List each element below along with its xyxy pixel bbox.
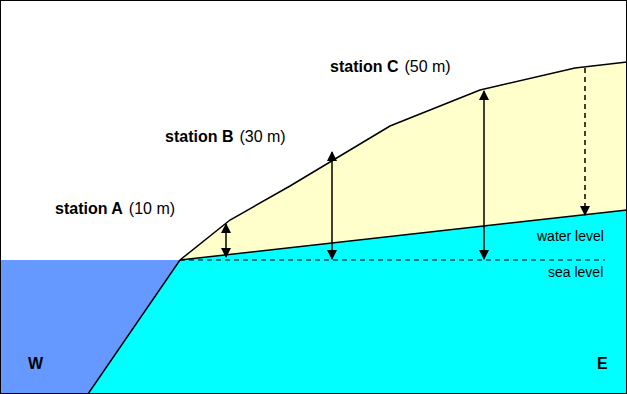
height-value: (10 m) <box>129 200 175 218</box>
water-level-line <box>180 210 627 260</box>
level-label: water level <box>537 228 604 244</box>
depth-arrow <box>584 68 586 215</box>
station-name: station C <box>330 58 398 76</box>
direction-label: E <box>597 355 608 373</box>
height-arrow <box>483 91 485 259</box>
station-name: station B <box>165 128 233 146</box>
land-surface <box>88 62 627 394</box>
height-value: (50 m) <box>404 58 450 76</box>
height-arrow <box>225 224 227 257</box>
level-label: sea level <box>548 264 603 280</box>
station-name: station A <box>55 200 123 218</box>
sea-level-line <box>180 260 605 261</box>
direction-label: W <box>28 355 43 373</box>
height-arrow <box>331 152 333 259</box>
height-value: (30 m) <box>239 128 285 146</box>
dry-land <box>180 62 627 260</box>
